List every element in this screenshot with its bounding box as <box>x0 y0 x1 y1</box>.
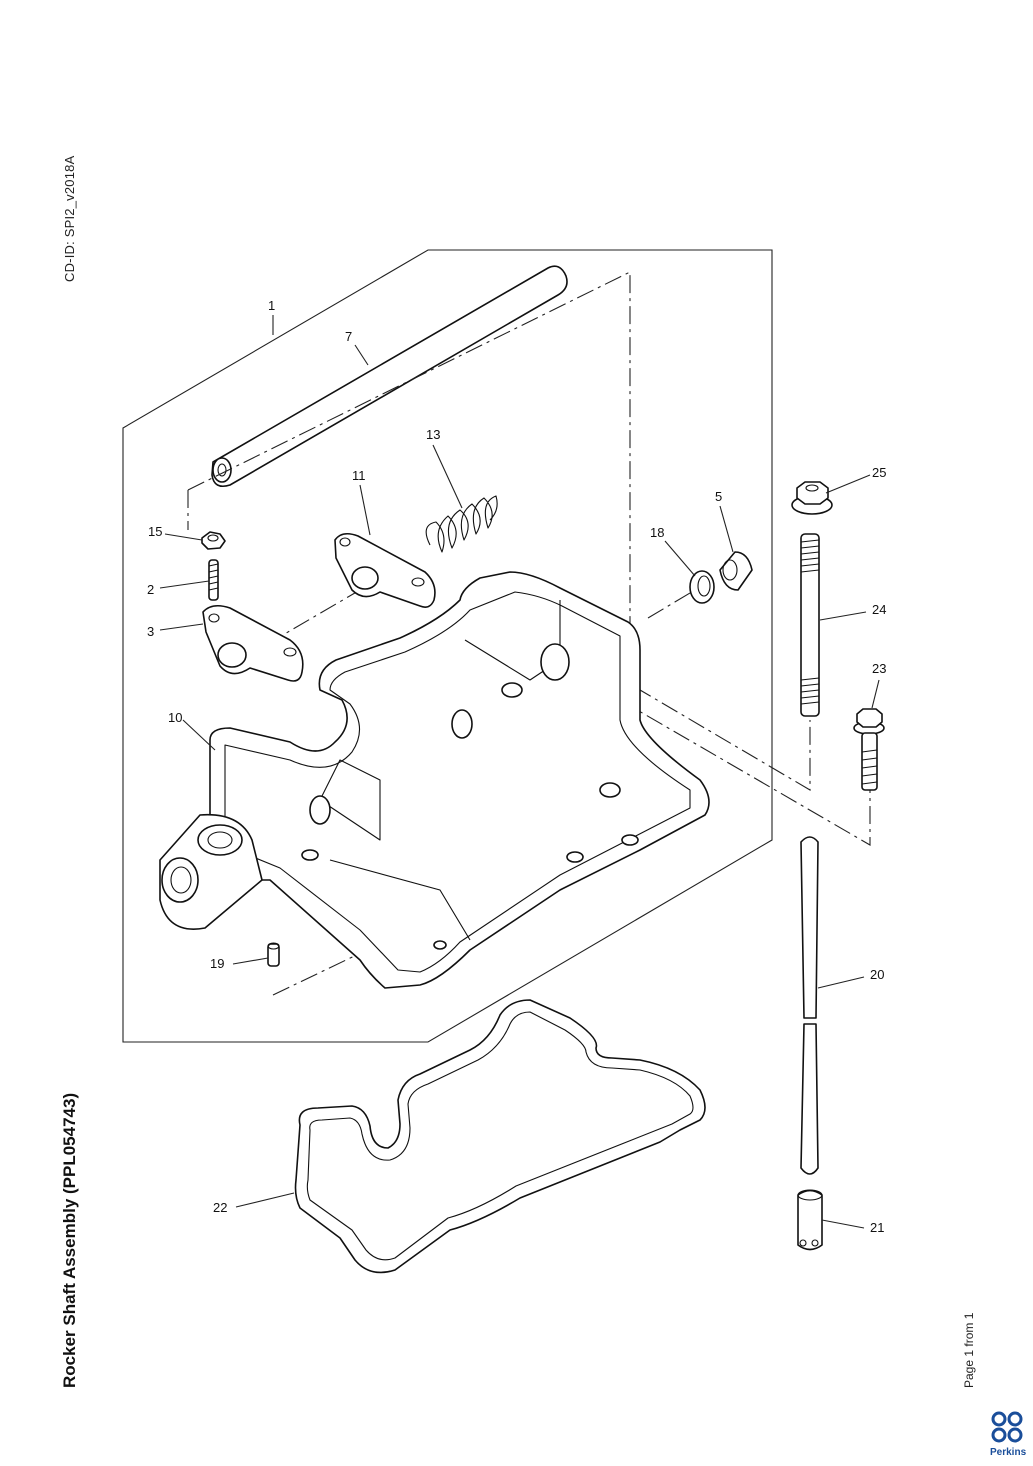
callout-25: 25 <box>872 465 886 480</box>
callout-22: 22 <box>213 1200 227 1215</box>
rocker-carrier-part <box>159 571 710 989</box>
callout-13: 13 <box>426 427 440 442</box>
callout-leaders <box>159 315 880 1229</box>
callout-7: 7 <box>345 329 352 344</box>
callout-24: 24 <box>872 602 886 617</box>
callout-5: 5 <box>715 489 722 504</box>
flange-bolt-part <box>853 708 885 791</box>
callout-3: 3 <box>147 624 154 639</box>
assembly-line-shaft-axis <box>187 271 631 640</box>
spring-part <box>425 495 498 553</box>
assembly-line-plug <box>647 589 696 619</box>
assembly-line-bolt <box>619 699 871 846</box>
rocker-lever-part <box>334 532 436 608</box>
cd-id-label: CD-ID: SPI2_v2018A <box>62 155 77 282</box>
assembly-boundary <box>122 249 773 1043</box>
push-rod-part <box>800 836 819 1175</box>
long-stud-part <box>800 533 820 717</box>
dowel-part <box>267 942 280 967</box>
perkins-logo-icon <box>988 1410 1028 1458</box>
stud-part <box>208 559 219 601</box>
page-title: Rocker Shaft Assembly (PPL054743) <box>60 1092 79 1388</box>
washer-part <box>689 570 715 604</box>
nut-part <box>201 531 226 550</box>
callout-2: 2 <box>147 582 154 597</box>
page-number: Page 1 from 1 <box>962 1312 976 1388</box>
callout-23: 23 <box>872 661 886 676</box>
callout-21: 21 <box>870 1220 884 1235</box>
callout-11: 11 <box>352 468 366 483</box>
gasket-part <box>294 999 706 1274</box>
flange-nut-part <box>791 481 833 515</box>
callout-18: 18 <box>650 525 664 540</box>
plug-part <box>719 551 753 591</box>
callout-15: 15 <box>148 524 162 539</box>
callout-19: 19 <box>210 956 224 971</box>
brand-wordmark: Perkins <box>990 1447 1027 1458</box>
callout-20: 20 <box>870 967 884 982</box>
tappet-part <box>797 1189 823 1251</box>
callout-10: 10 <box>168 710 182 725</box>
rocker-shaft-part <box>211 265 568 488</box>
callout-1: 1 <box>268 298 275 313</box>
rocker-lever-part <box>202 604 304 682</box>
